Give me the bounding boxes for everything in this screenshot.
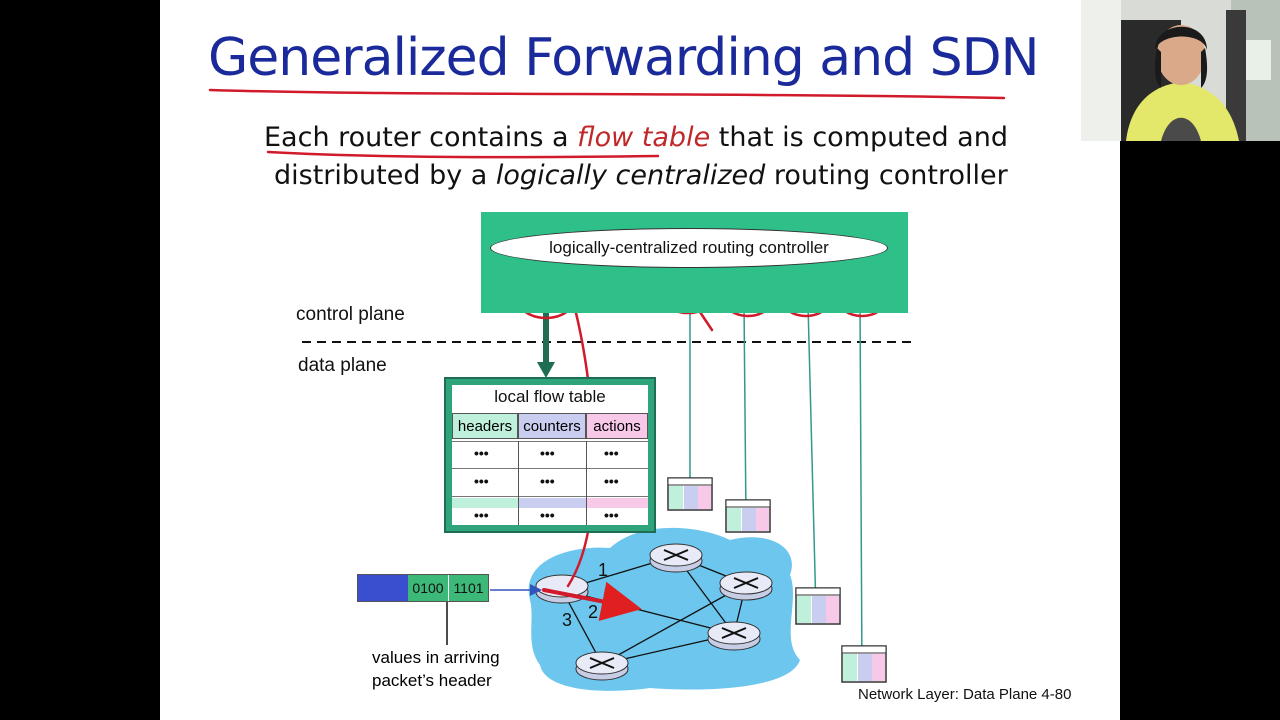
port-label-3: 3 bbox=[562, 610, 573, 630]
control-plane-label: control plane bbox=[296, 304, 405, 325]
col-header-actions: actions bbox=[586, 413, 648, 439]
router-right bbox=[719, 571, 773, 601]
controller-ellipse: logically-centralized routing controller bbox=[490, 228, 888, 268]
col-header-counters: counters bbox=[518, 413, 586, 439]
arriving-packet: 0100 1101 bbox=[357, 574, 489, 602]
router-table-icon-2 bbox=[725, 499, 771, 533]
port-label-2: 2 bbox=[588, 602, 599, 622]
col-header-headers: headers bbox=[452, 413, 518, 439]
row3-actions: ••• bbox=[604, 507, 619, 523]
router-table-icon-4 bbox=[841, 645, 887, 683]
slide-title: Generalized Forwarding and SDN bbox=[208, 28, 1040, 88]
presenter-webcam bbox=[1081, 0, 1280, 141]
data-plane-label: data plane bbox=[298, 355, 387, 376]
packet-field-2: 1101 bbox=[449, 575, 488, 601]
router-table-icon-3 bbox=[795, 587, 841, 625]
port-label-1: 1 bbox=[598, 560, 609, 580]
flow-table-title: local flow table bbox=[494, 387, 606, 406]
row2-headers: ••• bbox=[474, 473, 489, 489]
router-lower-right bbox=[707, 621, 761, 651]
row1-counters: ••• bbox=[540, 445, 555, 461]
presenter-video-icon bbox=[1081, 0, 1280, 141]
bullet-line-2: distributed by a logically centralized r… bbox=[274, 160, 1008, 191]
logically-centralized-term: logically centralized bbox=[495, 160, 766, 191]
row2-actions: ••• bbox=[604, 473, 619, 489]
row3-headers: ••• bbox=[474, 507, 489, 523]
row2-counters: ••• bbox=[540, 473, 555, 489]
row3-counters: ••• bbox=[540, 507, 555, 523]
packet-field-1: 0100 bbox=[408, 575, 448, 601]
row1-actions: ••• bbox=[604, 445, 619, 461]
row1-headers: ••• bbox=[474, 445, 489, 461]
bullet-line-1: Each router contains a flow table that i… bbox=[264, 122, 1008, 153]
slide-footer: Network Layer: Data Plane 4-80 bbox=[858, 686, 1072, 703]
caption-line-1: values in arriving bbox=[372, 648, 500, 667]
caption-line-2: packet’s header bbox=[372, 671, 492, 690]
local-flow-table: local flow table headers counters action… bbox=[444, 377, 656, 533]
flow-table-term: flow table bbox=[577, 122, 711, 153]
router-top bbox=[649, 543, 703, 573]
router-bottom bbox=[575, 651, 629, 681]
packet-payload bbox=[358, 575, 408, 601]
router-table-icon-1 bbox=[667, 477, 713, 511]
